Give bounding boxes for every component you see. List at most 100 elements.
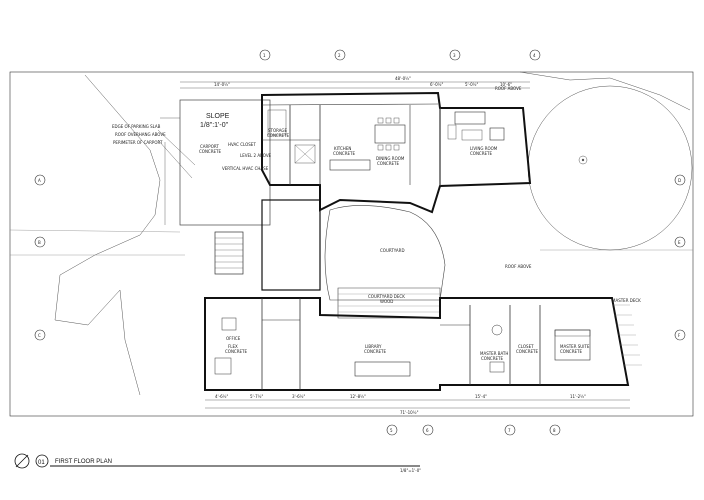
grid-marker-label: 5 [390,428,393,433]
bed-pillows [554,329,591,337]
room-finish: CONCRETE [481,356,503,361]
south-wing-walls [204,297,630,391]
hvac-unit [294,144,316,164]
roof-label: ROOF ABOVE [495,86,522,91]
vanity [489,361,505,373]
north-arrow-icon [14,453,30,469]
dimension-label: 4'-6½" [215,394,229,399]
room-label: OFFICE [226,336,241,341]
dining-table [374,124,406,144]
grid-marker-label: D [678,178,681,183]
room-finish: CONCRETE [225,349,247,354]
drawing-number: 01 [38,460,45,466]
carport-note-leader [157,139,193,179]
slope-value: 1/8":1'-0" [200,122,229,129]
room-label: MASTER SUITE [560,344,590,349]
sheet-border [9,71,694,417]
dimension-label: 11'-2½" [570,394,586,399]
room-label: CLOSET [518,344,534,349]
dimension-label: 6'-0½" [430,82,444,87]
drawing-number-bubble [35,454,49,468]
room-finish: CONCRETE [199,149,221,154]
grid-line [9,229,181,233]
side-chair [447,124,457,140]
tree-canopy [527,85,693,251]
dimension-lines [180,81,630,409]
sheet-title: FIRST FLOOR PLAN [55,459,112,465]
roof-label: ROOF ABOVE [505,264,532,269]
grid-marker-label: 3 [453,53,456,58]
sheet-scale: 1/8"=1'-0" [400,468,421,473]
grid-marker-label: A [38,178,41,183]
room-label: VERTICAL HVAC CHASE [222,166,269,171]
grid-marker-label: F [678,333,681,338]
dining-chairs [377,117,400,151]
dimension-label: 48'-0½" [395,76,411,81]
grid-marker-label: 2 [338,53,341,58]
entry-stair [214,231,244,275]
room-label: LIVING ROOM [470,146,498,151]
dimension-label: 5'-7½" [250,394,264,399]
coffee-table [461,129,483,141]
stair-treads [215,237,243,269]
dimension-label: 12'-8½" [350,394,366,399]
carport-note: PERIMETER OF CARPORT [113,140,163,145]
flex-chair [214,357,232,375]
room-label: CARPORT [200,144,219,149]
room-finish: CONCRETE [267,133,289,138]
north-wing-walls [261,91,532,214]
carport-note-leader [157,129,196,166]
sofa [454,111,486,125]
room-label: KITCHEN [334,146,351,151]
master-deck-boards [612,304,642,366]
library-sofa [354,361,411,377]
room-finish: WOOD [380,299,393,304]
office-desk [221,317,237,331]
room-finish: CONCRETE [470,151,492,156]
dimension-label: 14'-0½" [214,82,230,87]
grid-marker-label: 6 [426,428,429,433]
room-label: STORAGE [268,128,288,133]
deck-boards [338,293,440,313]
carport-slab [179,99,271,226]
toilet-fixture [491,324,503,336]
courtyard-outline [324,205,446,301]
dimension-label: 3'-6½" [292,394,306,399]
room-finish: CONCRETE [516,349,538,354]
grid-marker-label: 7 [508,428,511,433]
tree-trunk-icon [578,155,588,165]
room-label: FLEX [228,344,238,349]
room-finish: CONCRETE [560,349,582,354]
grid-marker-label: 1 [263,53,266,58]
grid-marker-label: 4 [533,53,536,58]
grid-bubbles [34,49,686,436]
grid-marker-label: 8 [553,428,556,433]
grid-marker-label: B [38,240,41,245]
armchair [489,127,505,141]
room-label: MASTER BATH [480,351,508,356]
room-label: HVAC CLOSET [228,142,256,147]
entry-vestibule [261,199,321,291]
room-label: COURTYARD [380,248,405,253]
room-finish: CONCRETE [364,349,386,354]
room-finish: CONCRETE [333,151,355,156]
room-label: DINING ROOM [376,156,405,161]
dimension-label: 5'-0½" [465,82,479,87]
interior-wall [261,103,439,106]
room-label: COURTYARD DECK [368,294,405,299]
room-label: LIBRARY [365,344,382,349]
slope-label: SLOPE [206,113,230,120]
room-label: MASTER DECK [612,298,641,303]
tree-trunk-center [581,158,585,162]
property-line-left [54,74,161,396]
carport-note: EDGE OF PARKING SLAB [112,124,161,129]
room-finish: CONCRETE [377,161,399,166]
kitchen-island [329,159,371,171]
property-line-right [519,71,691,111]
dimension-label: 10'-6" [500,82,512,87]
dimension-label: 71'-10½" [400,410,419,415]
grid-marker-label: C [38,333,41,338]
grid-marker-label: E [678,240,681,245]
dimension-label: 15'-4" [475,394,487,399]
